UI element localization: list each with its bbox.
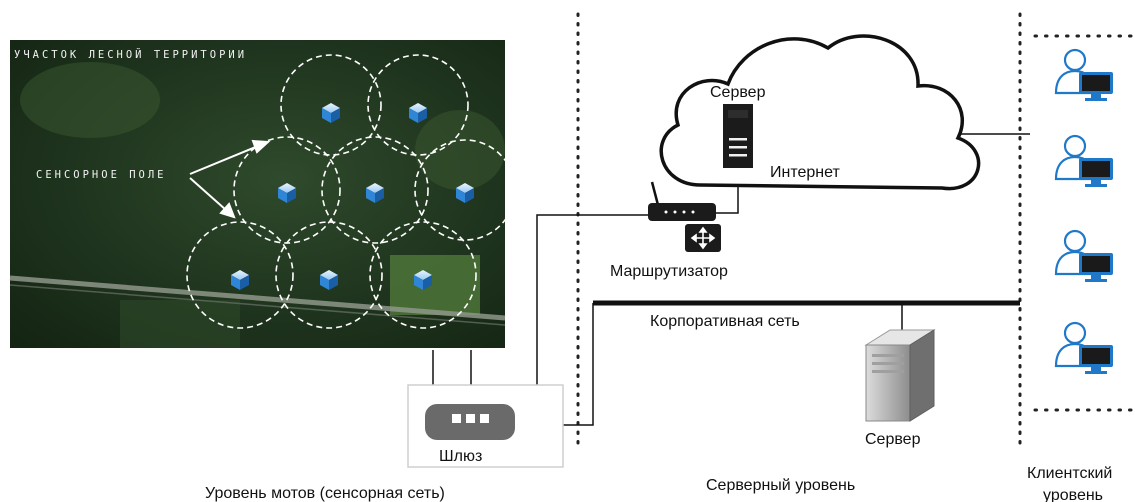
client-level-caption-line1: Клиентский [1027,465,1112,482]
client-user-icon [1054,321,1113,374]
router-label: Маршрутизатор [610,263,728,280]
coverage-circle [321,136,429,244]
sensor-field-label: СЕНСОРНОЕ ПОЛЕ [36,169,167,181]
corporate-network-label: Корпоративная сеть [650,313,800,330]
coverage-circle [369,221,477,329]
motes-level-caption: Уровень мотов (сенсорная сеть) [205,485,445,502]
router-icon [648,181,716,221]
sensor-node-icon [456,183,474,203]
coverage-circle [414,139,516,241]
cloud-server-icon [723,104,753,168]
sensor-nodes [231,103,474,290]
sensor-node-icon [366,183,384,203]
sensor-node-icon [278,183,296,203]
client-user-icon [1054,134,1113,187]
client-level-caption-line2: уровень [1043,487,1103,502]
sensor-node-icon [322,103,340,123]
sensor-field-arrows [189,139,271,219]
router-switch-icon [685,224,721,252]
local-server-icon [864,329,936,422]
map-title: УЧАСТОК ЛЕСНОЙ ТЕРРИТОРИИ [14,48,247,61]
sensor-node-icon [414,270,432,290]
gateway-label: Шлюз [439,448,482,465]
coverage-circle [280,54,382,156]
forest-map [9,40,506,348]
local-server-label: Сервер [865,431,921,448]
coverage-circle [367,54,469,156]
sensor-node-icon [409,103,427,123]
sensor-coverage-circles [186,54,516,329]
coverage-circle [275,221,383,329]
sensor-node-icon [231,270,249,290]
coverage-circle [186,221,294,329]
internet-label: Интернет [770,164,840,181]
server-level-caption: Серверный уровень [706,477,855,494]
client-user-icon [1054,229,1113,282]
cloud-server-label: Сервер [710,84,766,101]
gateway-box [407,384,564,468]
sensor-node-icon [320,270,338,290]
client-user-icon [1054,48,1113,101]
client-icons [1054,48,1113,374]
